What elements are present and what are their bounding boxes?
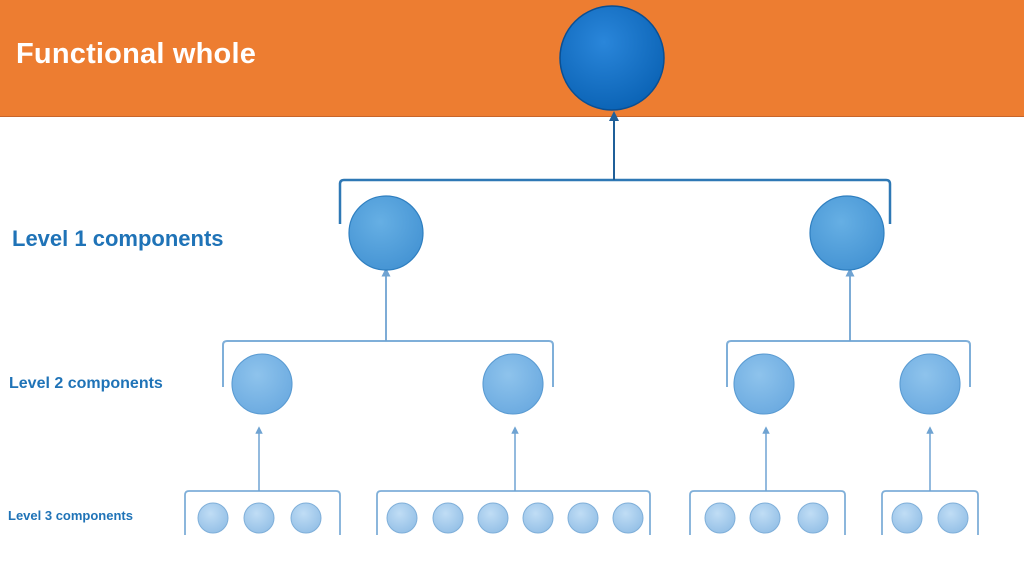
level-2-node	[231, 353, 293, 415]
level-3-node	[432, 502, 464, 534]
root-node	[559, 5, 665, 111]
level-2-node	[899, 353, 961, 415]
level-3-bracket	[376, 490, 651, 535]
level-2-bracket	[726, 340, 971, 387]
level-3-node	[704, 502, 736, 534]
level-3-bracket	[184, 490, 341, 535]
level-2-label: Level 2 components	[9, 375, 163, 392]
level-3-node	[197, 502, 229, 534]
level-3-node	[749, 502, 781, 534]
functional-whole-banner: Functional whole	[0, 0, 1024, 117]
level-3-node	[567, 502, 599, 534]
level-2-bracket	[222, 340, 554, 387]
level-3-node	[937, 502, 969, 534]
level-1-node	[348, 195, 424, 271]
level-1-bracket	[338, 178, 892, 224]
level-3-node	[386, 502, 418, 534]
level-3-node	[612, 502, 644, 534]
level-1-label: Level 1 components	[12, 226, 224, 251]
banner-title: Functional whole	[16, 38, 257, 70]
level-3-label: Level 3 components	[8, 508, 133, 523]
level-3-node	[891, 502, 923, 534]
level-3-node	[477, 502, 509, 534]
level-3-node	[522, 502, 554, 534]
level-3-node	[243, 502, 275, 534]
level-3-node	[290, 502, 322, 534]
level-1-node	[809, 195, 885, 271]
level-2-node	[733, 353, 795, 415]
level-3-bracket	[689, 490, 846, 535]
level-2-node	[482, 353, 544, 415]
level-3-node	[797, 502, 829, 534]
